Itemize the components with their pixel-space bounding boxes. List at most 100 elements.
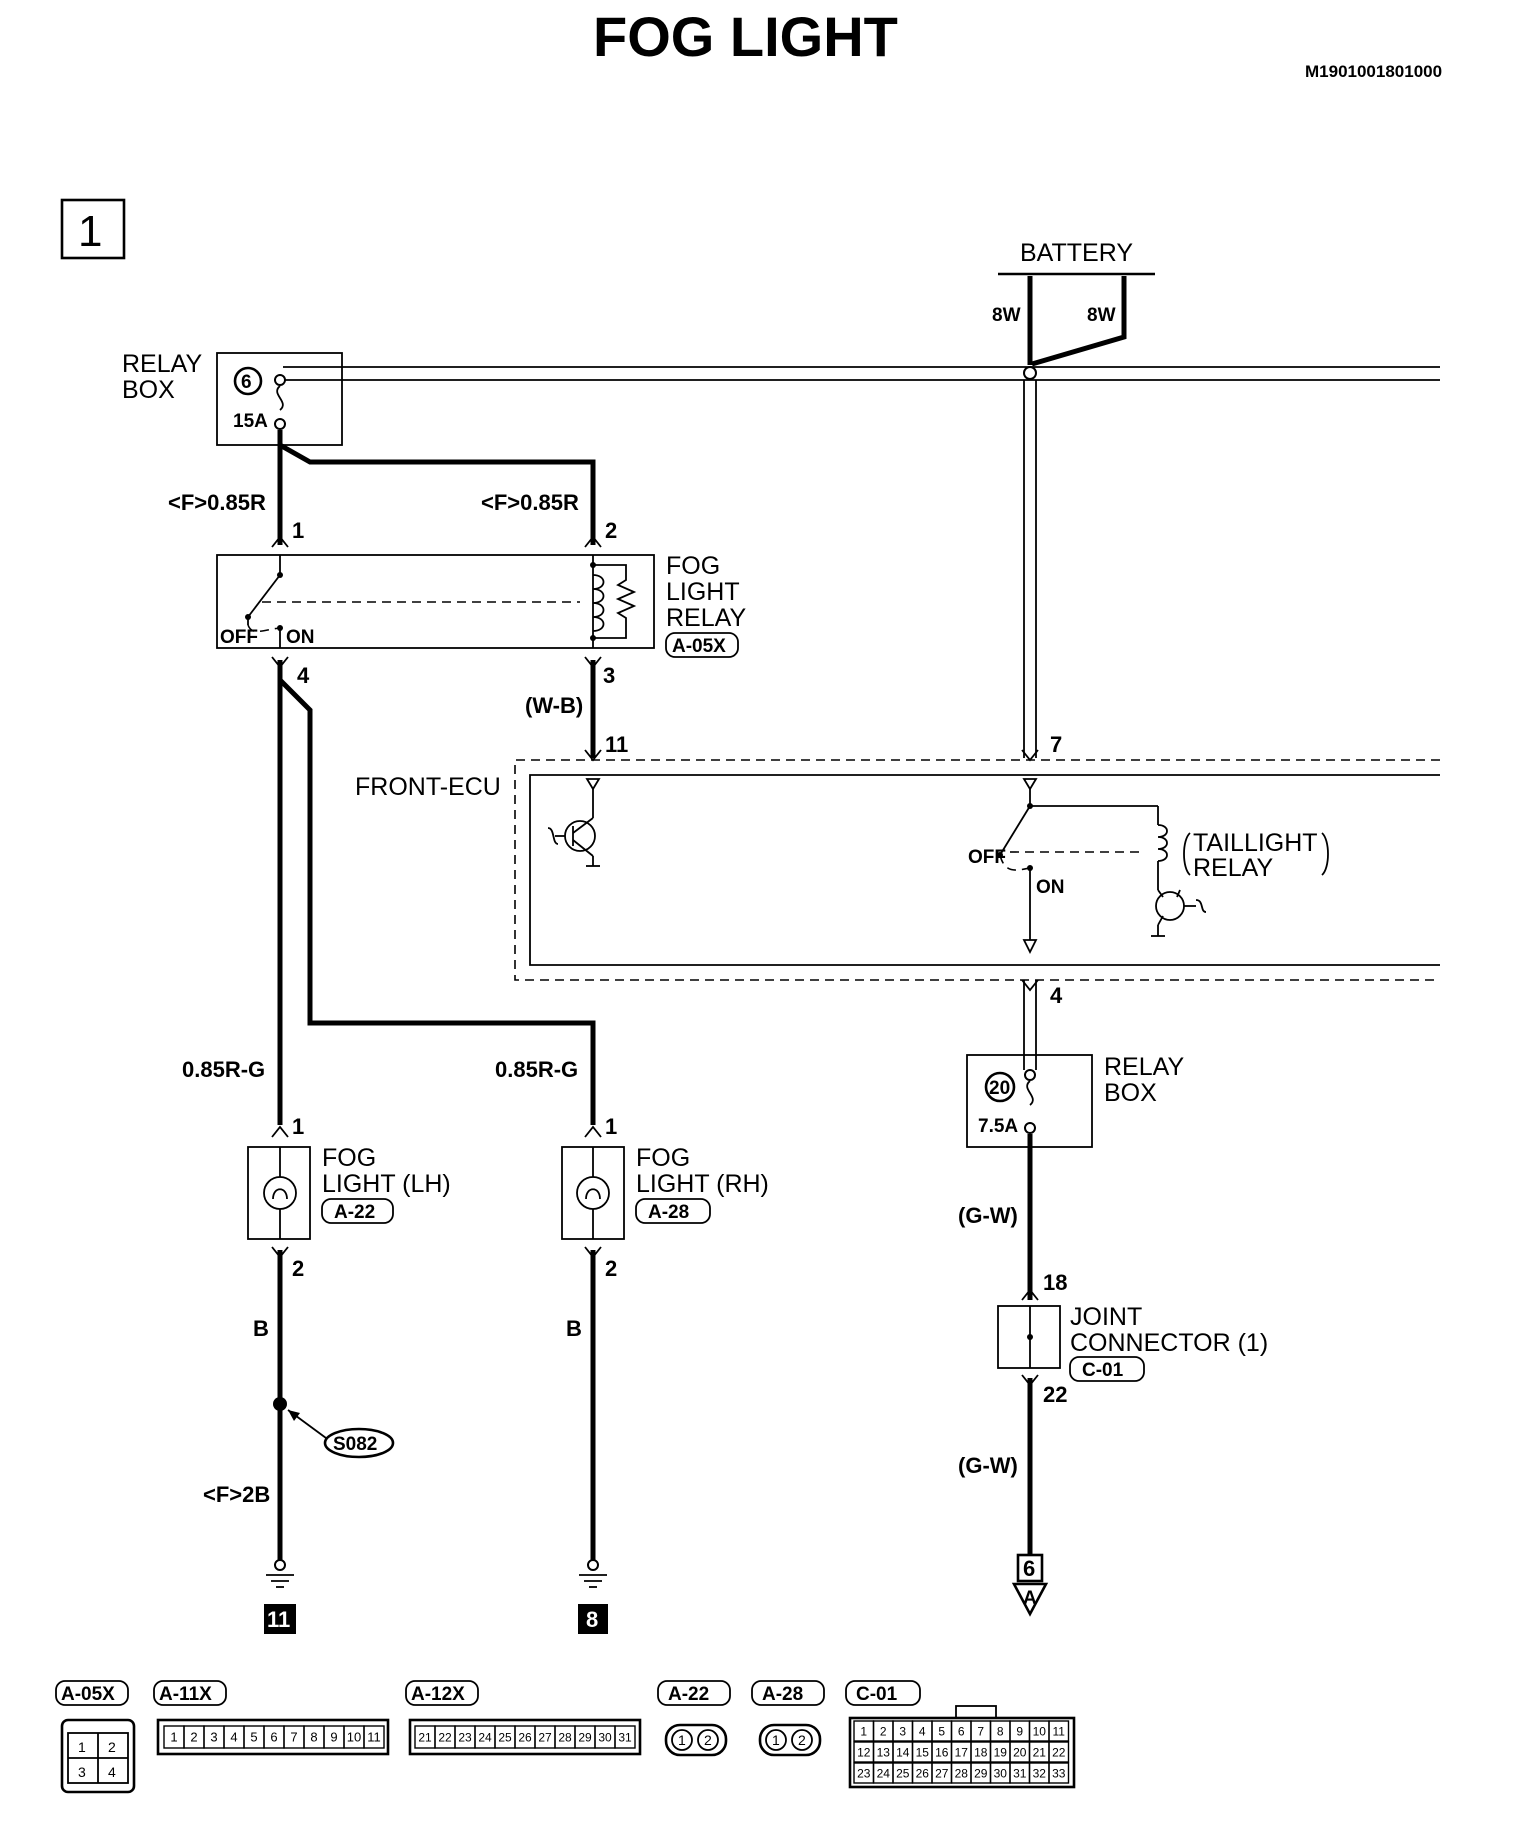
fog-lh-label-1: FOG [322,1144,376,1172]
conn-c01-pin-label: 7 [977,1724,984,1738]
joint-connector: JOINT CONNECTOR (1) C-01 [997,1303,1268,1382]
section-number-box [60,198,126,260]
fog-relay-code: A-05X [672,636,726,657]
relay-off-label: OFF [220,627,258,648]
joint-connector-label-2: CONNECTOR (1) [1070,1329,1268,1357]
joint-connector-code: C-01 [1082,1360,1124,1381]
conn-a12x-pin-label: 31 [618,1730,632,1744]
page-title: FOG LIGHT [593,5,898,68]
conn-c01-code: C-01 [856,1684,898,1705]
fog-light-lh: FOG LIGHT (LH) A-22 [247,1144,451,1240]
relay-pin2-wire: <F>0.85R [481,490,579,515]
ground-left: 11 [264,1559,296,1634]
fog-rh-label-2: LIGHT (RH) [636,1170,769,1198]
conn-c01-pin-label: 21 [1033,1745,1047,1759]
conn-a12x-pin-label: 21 [418,1730,432,1744]
relay-pin3-wire: (W-B) [525,693,583,718]
relay-on-label: ON [286,627,315,648]
conn-c01-pin-label: 1 [860,1724,867,1738]
conn-a12x-pin-label: 28 [558,1730,572,1744]
conn-a05x-pin2: 2 [108,1739,116,1755]
conn-a12x-pin-label: 23 [458,1730,472,1744]
offpage-letter: A [1023,1588,1037,1609]
taillight-relay-label-1: TAILLIGHT [1193,829,1318,857]
conn-a22-pin1: 1 [678,1732,686,1748]
battery-wire-right: 8W [1087,305,1116,326]
conn-c01-cell [1048,1762,1070,1784]
relay-pin4: 4 [297,663,310,688]
conn-a11x-pin-label: 8 [310,1730,317,1745]
conn-a28-pin2: 2 [798,1732,806,1748]
conn-a05x-pin4: 4 [108,1764,116,1780]
conn-c01-pin-label: 33 [1052,1766,1066,1780]
conn-a05x-pin3: 3 [78,1764,86,1780]
conn-a12x-pin-label: 27 [538,1730,552,1744]
rh-pin2: 2 [605,1256,617,1281]
conn-c01-pin-label: 15 [916,1745,930,1759]
conn-c01-pin-label: 25 [896,1766,910,1780]
conn-c01-pin-label: 27 [935,1766,949,1780]
fog-relay-label-2: LIGHT [666,578,740,606]
jc-pin22: 22 [1043,1382,1067,1407]
lh-ground-wire: B [253,1316,269,1341]
conn-c01-pin-label: 18 [974,1745,988,1759]
rh-feed-wire: 0.85R-G [495,1057,578,1082]
ecu-on-label: ON [1036,877,1065,898]
relay-box-top-label-1: RELAY [122,350,202,378]
conn-c01-pin-label: 2 [880,1724,887,1738]
joint-out-wire: (G-W) [958,1453,1018,1478]
conn-a12x-pin-label: 26 [518,1730,532,1744]
battery-bus [283,366,1440,758]
lh-pin1: 1 [292,1114,304,1139]
fuse-bottom-rating: 7.5A [978,1116,1018,1137]
relay-pin4-to-rh [278,678,596,1125]
conn-c01-pin-label: 16 [935,1745,949,1759]
conn-a22-pin2: 2 [704,1732,712,1748]
conn-a12x-pin-label: 22 [438,1730,452,1744]
relay-pin3: 3 [603,663,615,688]
rh-pin1: 1 [605,1114,617,1139]
conn-c01-pin-label: 30 [994,1766,1008,1780]
conn-c01-pin-label: 4 [919,1724,926,1738]
conn-a11x-pin-label: 2 [190,1730,197,1745]
conn-c01-pin-label: 10 [1033,1724,1047,1738]
front-ecu-label: FRONT-ECU [355,773,501,801]
splice-label: S082 [333,1434,377,1455]
conn-a12x-pin-label: 24 [478,1730,492,1744]
fog-relay-label-3: RELAY [666,604,746,632]
conn-a11x-pin-label: 5 [250,1730,257,1745]
conn-a11x-cell [363,1725,385,1749]
conn-c01-pin-label: 6 [958,1724,965,1738]
conn-a11x-pin-label: 7 [290,1730,297,1745]
conn-c01-pin-label: 22 [1052,1745,1066,1759]
fuse6-to-relay-pin2 [277,430,596,545]
conn-a05x-pin1: 1 [78,1739,86,1755]
section-number: 1 [78,207,102,256]
lh-pin2: 2 [292,1256,304,1281]
ground-left-number: 11 [267,1607,290,1632]
conn-c01-pin-label: 17 [955,1745,969,1759]
lh-bulb-icon [263,1176,297,1210]
fog-light-rh: FOG LIGHT (RH) A-28 [561,1144,769,1240]
relay-box-bottom-label-1: RELAY [1104,1053,1184,1081]
conn-c01-pin-label: 29 [974,1766,988,1780]
ecu-pin4: 4 [1050,983,1063,1008]
conn-a12x-pin-label: 25 [498,1730,512,1744]
relay-box-top: RELAY BOX 6 15A [122,350,343,446]
battery-wire-left: 8W [992,305,1021,326]
conn-a11x-pin-label: 11 [367,1730,381,1745]
conn-c01-cell [1048,1741,1070,1763]
conn-a12x-pin-label: 30 [598,1730,612,1744]
conn-a12x-code: A-12X [411,1684,465,1705]
conn-c01-pin-label: 19 [994,1745,1008,1759]
conn-c01-pin-label: 13 [877,1745,891,1759]
ecu-pin7: 7 [1050,732,1062,757]
battery-label: BATTERY [1020,239,1133,267]
conn-a28-code: A-28 [762,1684,803,1705]
relay-pin2: 2 [605,518,617,543]
offpage-number: 6 [1023,1556,1035,1581]
fuse-top-number: 6 [241,372,252,393]
rh-ground-wire: B [566,1316,582,1341]
